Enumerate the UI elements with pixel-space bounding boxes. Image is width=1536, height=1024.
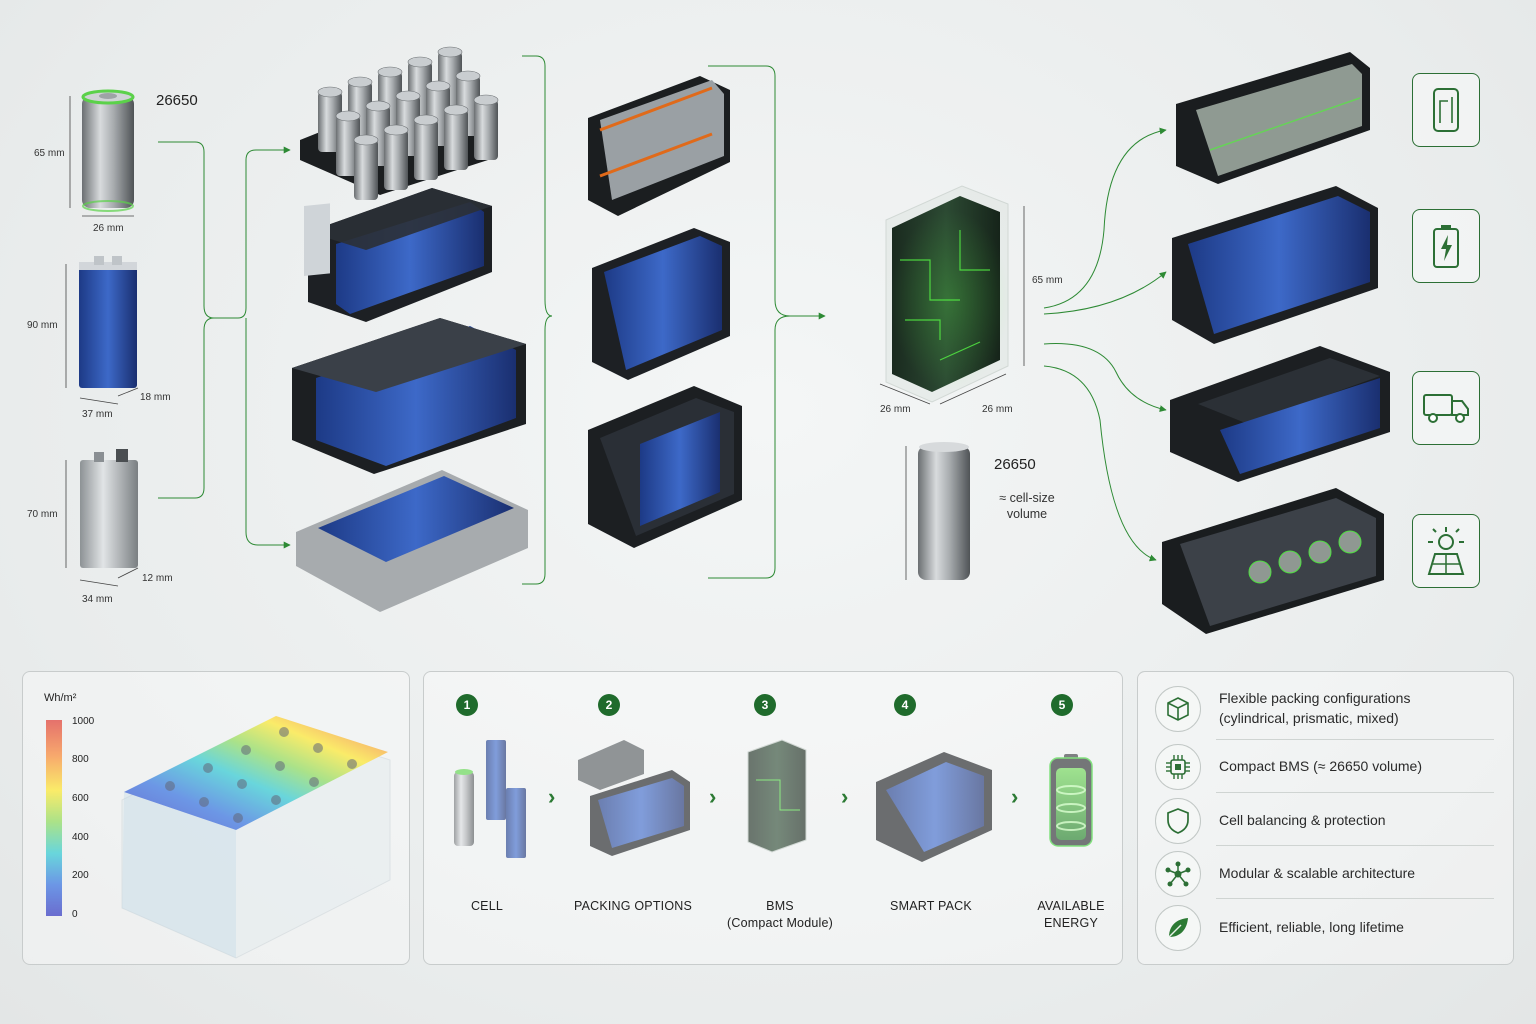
cell-3-depth: 12 mm (142, 573, 173, 584)
shield-icon (1155, 798, 1201, 844)
step-3-label-line2: (Compact Module) (726, 916, 833, 930)
chip-icon (1155, 744, 1201, 790)
cell-2-depth: 18 mm (140, 392, 171, 403)
step-2-number: 2 (598, 694, 620, 716)
cell-1-height: 65 mm (34, 148, 65, 159)
step-4-label: SMART PACK (861, 898, 1001, 915)
cell-1-width: 26 mm (93, 223, 124, 234)
cell-3-width: 34 mm (82, 594, 113, 605)
step-4-number: 4 (894, 694, 916, 716)
prismatic-module-1 (304, 188, 492, 322)
process-panel (423, 671, 1123, 965)
prismatic-cell (79, 256, 137, 388)
smart-pack-mixed (1162, 488, 1384, 634)
chevron-right-icon: › (1011, 784, 1019, 809)
bms-width-right: 26 mm (982, 404, 1013, 415)
leaf-icon (1155, 905, 1201, 951)
feature-item: Flexible packing configurations (cylindri… (1153, 682, 1498, 734)
prismatic-frame-module (592, 228, 730, 380)
heatmap-unit: Wh/m² (44, 692, 77, 704)
divider (1216, 845, 1494, 846)
pouch-tray-pack (296, 470, 528, 612)
step-5-label-line1: AVAILABLE (1037, 899, 1105, 913)
heatmap-tick-400: 400 (72, 832, 89, 843)
bms-dimension-lines (879, 206, 1025, 405)
feature-item: Cell balancing & protection (1153, 794, 1498, 846)
step-1-label: CELL (417, 898, 557, 915)
heatmap-tick-200: 200 (72, 870, 89, 881)
bms-to-pack-arrows (1043, 127, 1167, 562)
step-bms-illustration (747, 739, 807, 853)
step-5-label-line2: ENERGY (1044, 916, 1098, 930)
network-icon (1155, 851, 1201, 897)
application-truck-icon (1412, 371, 1480, 445)
step-5-label: AVAILABLE ENERGY (1001, 898, 1141, 932)
heatmap-tick-0: 0 (72, 909, 78, 920)
feature-item: Modular & scalable architecture (1153, 847, 1498, 899)
cylindrical-cell-26650 (81, 89, 135, 212)
step-1-label-line1: CELL (470, 899, 504, 913)
bms-height: 65 mm (1032, 275, 1063, 286)
step-1-number: 1 (456, 694, 478, 716)
compare-note: ≈ cell-size volume (990, 490, 1064, 522)
feature-item: Compact BMS (≈ 26650 volume) (1153, 740, 1498, 792)
cell-to-pack-connectors (158, 55, 826, 585)
battery-energy-icon (1049, 754, 1093, 847)
comparison-cell-26650 (905, 442, 970, 580)
pouch-cell (80, 449, 138, 568)
heatmap-tick-600: 600 (72, 793, 89, 804)
compare-note-line2: volume (1006, 507, 1048, 521)
compare-note-line1: ≈ cell-size (999, 491, 1055, 505)
cylindrical-frame-module (588, 76, 730, 216)
prismatic-module-2 (292, 318, 526, 474)
compare-cell-name: 26650 (994, 456, 1036, 473)
divider (1216, 739, 1494, 740)
chevron-right-icon: › (548, 784, 556, 809)
heatmap-panel (22, 671, 410, 965)
cube-icon (1155, 686, 1201, 732)
pouch-frame-module (588, 386, 742, 548)
cylindrical-pack-cluster (300, 46, 499, 200)
smart-pack-cylindrical (1176, 52, 1370, 184)
heatmap-tick-800: 800 (72, 754, 89, 765)
application-phone-icon (1412, 73, 1480, 147)
cell-2-height: 90 mm (27, 320, 58, 331)
step-packing-illustration (578, 740, 690, 856)
divider (1216, 898, 1494, 899)
step-3-number: 3 (754, 694, 776, 716)
feature-3-line1: Cell balancing & protection (1219, 812, 1386, 828)
heatmap-colorbar (46, 720, 62, 916)
smart-pack-prismatic (1172, 186, 1378, 344)
bms-compact-module (885, 185, 1010, 403)
cell-2-width: 37 mm (82, 409, 113, 420)
feature-1-line2: (cylindrical, prismatic, mixed) (1219, 710, 1399, 726)
step-smartpack-illustration (876, 752, 992, 862)
feature-1-line1: Flexible packing configurations (1219, 690, 1411, 706)
application-battery-charge-icon (1412, 209, 1480, 283)
feature-4-line1: Modular & scalable architecture (1219, 865, 1416, 881)
step-5-number: 5 (1051, 694, 1073, 716)
dimension-lines (65, 96, 139, 587)
feature-5-line1: Efficient, reliable, long lifetime (1219, 919, 1404, 935)
chevron-right-icon: › (709, 784, 717, 809)
cell-3-height: 70 mm (27, 509, 58, 520)
cell-name-label: 26650 (156, 92, 198, 109)
heatmap-pack (121, 716, 391, 959)
bms-width-left: 26 mm (880, 404, 911, 415)
feature-2-line1: Compact BMS (≈ 26650 volume) (1219, 758, 1422, 774)
feature-item: Efficient, reliable, long lifetime (1153, 901, 1498, 953)
divider (1216, 792, 1494, 793)
step-3-label: BMS (Compact Module) (710, 898, 850, 932)
application-solar-lamp-icon (1412, 514, 1480, 588)
step-2-label-line1: PACKING OPTIONS (573, 899, 693, 913)
step-cell-illustration (454, 740, 526, 858)
heatmap-tick-1000: 1000 (72, 716, 95, 727)
step-4-label-line1: SMART PACK (890, 899, 972, 913)
chevron-right-icon: › (841, 784, 849, 809)
step-2-label: PACKING OPTIONS (563, 898, 703, 915)
step-3-label-line1: BMS (766, 899, 794, 913)
smart-pack-pouch (1170, 346, 1390, 482)
